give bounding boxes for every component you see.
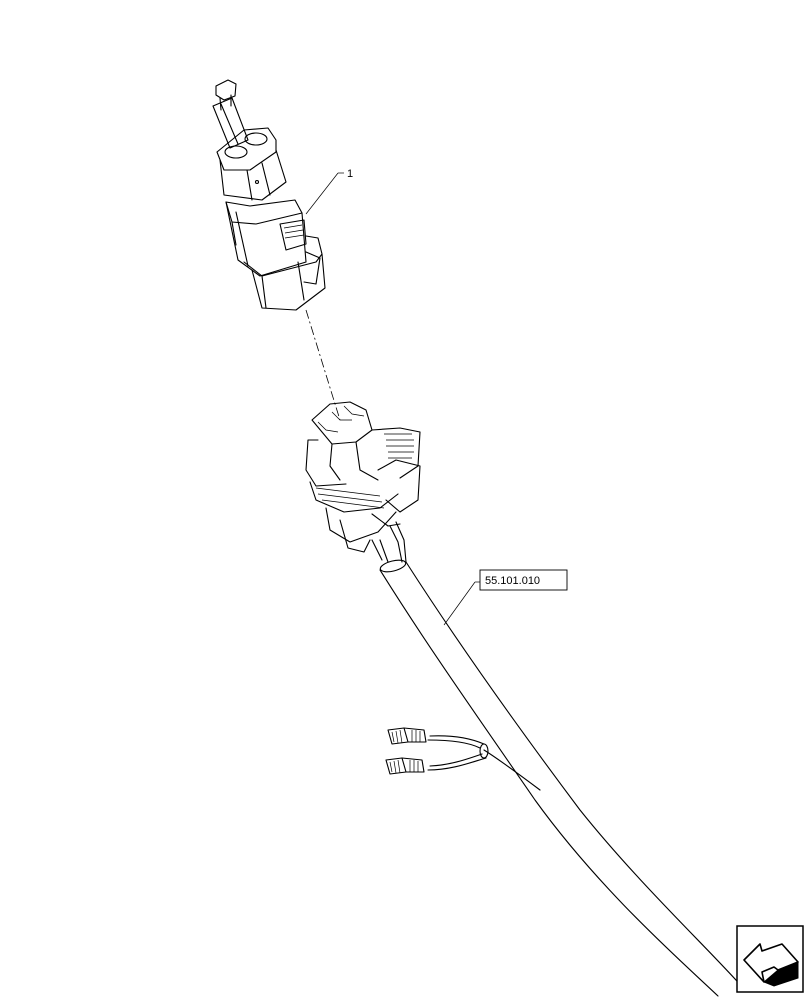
arrow-left-page-icon[interactable] (736, 925, 804, 993)
reference-label: 55.101.010 (485, 575, 540, 587)
branch-wires (385, 727, 489, 775)
harness-connector (305, 401, 421, 563)
terminal-lower (385, 757, 425, 775)
reference-callout: 55.101.010 (443, 569, 568, 626)
harness-cable (379, 559, 746, 997)
terminal-upper (387, 727, 427, 745)
sensor-connector (212, 79, 326, 311)
callout-1-label: 1 (347, 168, 353, 180)
alignment-line (305, 309, 341, 421)
callout-1: 1 (305, 168, 353, 215)
